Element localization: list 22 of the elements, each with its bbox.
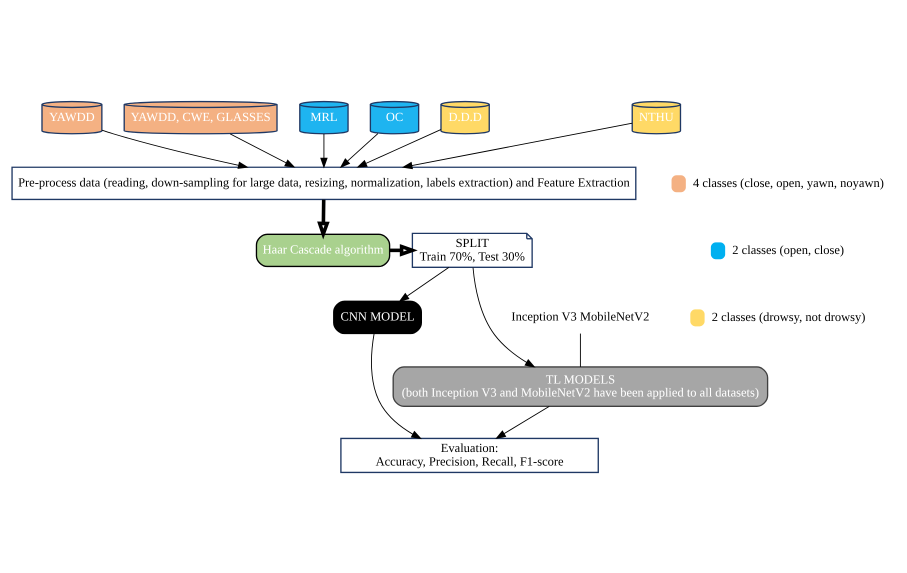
- arrow: [102, 129, 249, 168]
- arrow: [230, 132, 296, 168]
- legend-label: 2 classes (open, close): [732, 242, 844, 257]
- node-box: Haar Cascade algorithm: [256, 233, 390, 267]
- arrow: [340, 132, 378, 168]
- connector: [580, 332, 581, 367]
- node-box: CNN MODEL: [333, 300, 422, 334]
- legend-label: 4 classes (close, open, yawn, noyawn): [692, 176, 884, 190]
- node-box: Pre-process data (reading, down-sampling for large data, resizing, normalization, labels extraction) and Feature Extraction: [11, 166, 636, 200]
- arrow: [320, 133, 328, 168]
- arrow: [472, 266, 536, 368]
- arrow: [356, 128, 442, 168]
- arrow: [317, 199, 330, 240]
- node-text: Inception V3 MobileNetV2: [511, 309, 650, 324]
- node-box: Evaluation: Accuracy, Precision, Recall, F1-score: [340, 437, 599, 473]
- arrow: [398, 266, 450, 302]
- arrow: [371, 332, 422, 439]
- arrow: [390, 244, 418, 256]
- legend-label: 2 classes (drowsy, not drowsy): [712, 310, 866, 324]
- arrow: [495, 405, 550, 439]
- node-box: TL MODELS (both Inception V3 and MobileNetV2 have been applied to all datasets): [392, 366, 768, 406]
- arrow: [402, 122, 633, 169]
